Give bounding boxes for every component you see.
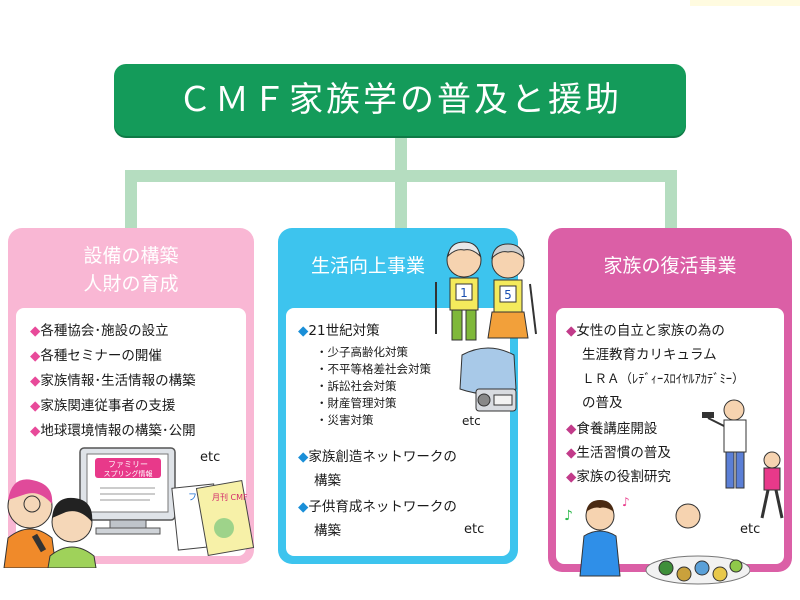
bullet-icon: ◆	[566, 323, 577, 339]
left-item: ◆各種セミナーの開催	[30, 348, 162, 364]
sub-item: ・少子高齢化対策	[316, 345, 408, 359]
bullet-icon: ◆	[566, 445, 577, 461]
top-accent-strip	[690, 0, 800, 6]
emergency-kit-illustration	[452, 345, 524, 415]
middle-item-family-network: ◆家族創造ネットワークの	[298, 449, 457, 465]
left-item: ◆家族情報･生活情報の構築	[30, 373, 196, 389]
exercise-people-illustration	[700, 398, 792, 528]
middle-item-family-network-cont: 構築	[314, 473, 341, 489]
bullet-icon: ◆	[30, 323, 41, 339]
bullet-icon: ◆	[30, 348, 41, 364]
right-item: ◆家族の役割研究	[566, 469, 671, 485]
right-panel-body: ◆女性の自立と家族の為の 生涯教育カリキュラム ＬＲＡ（ﾚﾃﾞｨｰｽﾛｲﾔﾙｱｶ…	[556, 308, 784, 564]
sub-item: ・災害対策	[316, 413, 374, 427]
left-item: ◆各種協会･施設の設立	[30, 323, 169, 339]
middle-sub-etc: etc	[462, 414, 481, 428]
left-item: ◆地球環境情報の構築･公開	[30, 423, 196, 439]
sub-item: ・訴訟社会対策	[316, 379, 397, 393]
left-item: ◆家族関連従事者の支援	[30, 398, 176, 414]
bullet-icon: ◆	[566, 469, 577, 485]
right-item-lifelong-education: ◆女性の自立と家族の為の	[566, 323, 725, 339]
middle-item-child-network: ◆子供育成ネットワークの	[298, 499, 457, 515]
right-item-cont: 生涯教育カリキュラム	[582, 347, 717, 363]
right-item: ◆生活習慣の普及	[566, 445, 671, 461]
bullet-icon: ◆	[298, 499, 309, 515]
connector-middle	[395, 170, 407, 230]
elderly-couple-illustration: 1 5	[432, 234, 542, 346]
sub-item: ・財産管理対策	[316, 396, 397, 410]
connector-left	[125, 170, 137, 230]
connector-vertical-main	[395, 136, 407, 176]
middle-etc: etc	[464, 522, 485, 537]
bib1-text: 1	[460, 286, 468, 300]
right-item-cont: ＬＲＡ（ﾚﾃﾞｨｰｽﾛｲﾔﾙｱｶﾃﾞﾐｰ）	[582, 371, 745, 386]
bullet-icon: ◆	[30, 398, 41, 414]
bullet-icon: ◆	[30, 423, 41, 439]
svg-text:スプリング情報: スプリング情報	[104, 469, 153, 478]
middle-panel-header: 生活向上事業	[310, 255, 425, 277]
middle-item-21c: ◆21世紀対策	[298, 323, 380, 339]
svg-text:♪: ♪	[622, 496, 630, 509]
sub-item: ・不平等格差社会対策	[316, 362, 431, 376]
monitor-title-text: ファミリー	[108, 460, 148, 469]
left-etc: etc	[200, 450, 221, 465]
middle-item-child-network-cont: 構築	[314, 523, 341, 539]
right-panel-header: 家族の復活事業	[603, 255, 737, 277]
left-panel-header: 設備の構築 人財の育成	[8, 242, 254, 298]
media-people-illustration: ファミリー スプリング情報 ファミ 月刊 CMF	[0, 438, 260, 568]
connector-right	[665, 170, 677, 230]
right-item-cont: の普及	[582, 395, 623, 411]
right-panel: 家族の復活事業 ◆女性の自立と家族の為の 生涯教育カリキュラム ＬＲＡ（ﾚﾃﾞｨ…	[548, 228, 792, 572]
svg-text:♪: ♪	[564, 508, 573, 524]
middle-panel-body: ◆21世紀対策 ・少子高齢化対策 ・不平等格差社会対策 ・訴訟社会対策 ・財産管…	[286, 308, 510, 556]
right-item: ◆食養講座開設	[566, 421, 658, 437]
left-header-line1: 設備の構築	[83, 245, 179, 267]
bullet-icon: ◆	[30, 373, 41, 389]
book2-text: 月刊 CMF	[212, 493, 248, 502]
bullet-icon: ◆	[298, 323, 309, 339]
right-etc: etc	[740, 522, 761, 537]
bib2-text: 5	[504, 288, 512, 302]
bullet-icon: ◆	[566, 421, 577, 437]
family-dining-illustration: ♪ ♪	[560, 496, 750, 586]
left-header-line2: 人財の育成	[83, 273, 179, 295]
diagram-title: ＣＭＦ家族学の普及と援助	[114, 64, 686, 136]
bullet-icon: ◆	[298, 449, 309, 465]
